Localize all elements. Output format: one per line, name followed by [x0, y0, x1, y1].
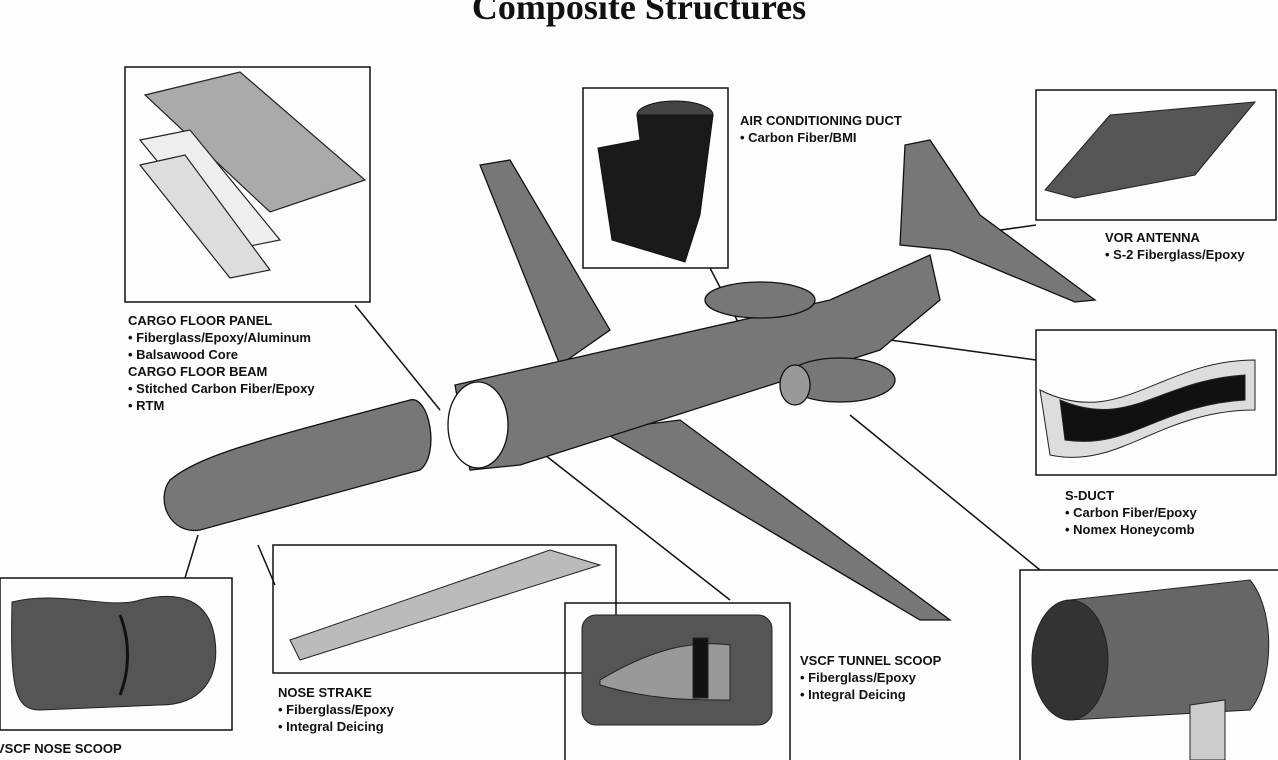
callout-item: Carbon Fiber/BMI — [740, 129, 902, 146]
cargo-floor-beam-heading: CARGO FLOOR BEAM — [128, 364, 268, 379]
callout-item: Nomex Honeycomb — [1065, 521, 1197, 538]
callout-item: Fiberglass/Epoxy — [800, 669, 941, 686]
tunnel-scoop-heading: VSCF TUNNEL SCOOP — [800, 653, 942, 668]
callout-item: RTM — [128, 397, 315, 414]
nose-strake-drawing — [289, 549, 602, 661]
fuselage-inset-box — [1019, 569, 1278, 760]
diagram-title: Composite Structures — [471, 0, 807, 27]
callout-item: Integral Deicing — [278, 718, 394, 735]
ac-duct-heading: AIR CONDITIONING DUCT — [740, 113, 902, 128]
tunnel-scoop-callout: VSCF TUNNEL SCOOP Fiberglass/Epoxy Integ… — [800, 652, 941, 703]
callout-item: S-2 Fiberglass/Epoxy — [1105, 246, 1245, 263]
s-duct-drawing — [1039, 359, 1256, 458]
callout-item: Fiberglass/Epoxy/Aluminum — [128, 329, 315, 346]
cargo-floor-inset-box — [124, 66, 371, 303]
cargo-floor-panel-heading: CARGO FLOOR PANEL — [128, 313, 273, 328]
nose-strake-callout: NOSE STRAKE Fiberglass/Epoxy Integral De… — [278, 684, 394, 735]
callout-item: Fiberglass/Epoxy — [278, 701, 394, 718]
tunnel-scoop-inset-box — [564, 602, 791, 760]
callout-item: Stitched Carbon Fiber/Epoxy — [128, 380, 314, 397]
nose-scoop-inset-box — [0, 577, 233, 731]
vor-antenna-drawing — [1044, 101, 1257, 199]
vor-antenna-inset-box — [1035, 89, 1277, 221]
cargo-floor-panel-drawing — [138, 71, 367, 279]
nose-scoop-drawing — [11, 595, 217, 711]
vor-antenna-heading: VOR ANTENNA — [1105, 230, 1200, 245]
cargo-floor-callout: CARGO FLOOR PANEL Fiberglass/Epoxy/Alumi… — [128, 312, 315, 414]
s-duct-heading: S-DUCT — [1065, 488, 1115, 503]
nose-scoop-callout: VSCF NOSE SCOOP — [0, 740, 122, 757]
callout-item: Balsawood Core — [128, 346, 315, 363]
ac-duct-drawing — [597, 100, 714, 263]
vor-antenna-callout: VOR ANTENNA S-2 Fiberglass/Epoxy — [1105, 229, 1245, 263]
callout-item: Carbon Fiber/Epoxy — [1065, 504, 1197, 521]
nose-scoop-heading: VSCF NOSE SCOOP — [0, 741, 122, 756]
fuselage-section-drawing — [1031, 579, 1270, 760]
callout-item: Integral Deicing — [800, 686, 941, 703]
ac-duct-callout: AIR CONDITIONING DUCT Carbon Fiber/BMI — [740, 112, 902, 146]
nose-strake-heading: NOSE STRAKE — [278, 685, 372, 700]
tunnel-scoop-drawing — [581, 614, 773, 726]
s-duct-callout: S-DUCT Carbon Fiber/Epoxy Nomex Honeycom… — [1065, 487, 1197, 538]
s-duct-inset-box — [1035, 329, 1277, 476]
ac-duct-inset-box — [582, 87, 729, 269]
aircraft-drawing — [163, 139, 1097, 621]
nose-strake-inset-box — [272, 544, 617, 674]
